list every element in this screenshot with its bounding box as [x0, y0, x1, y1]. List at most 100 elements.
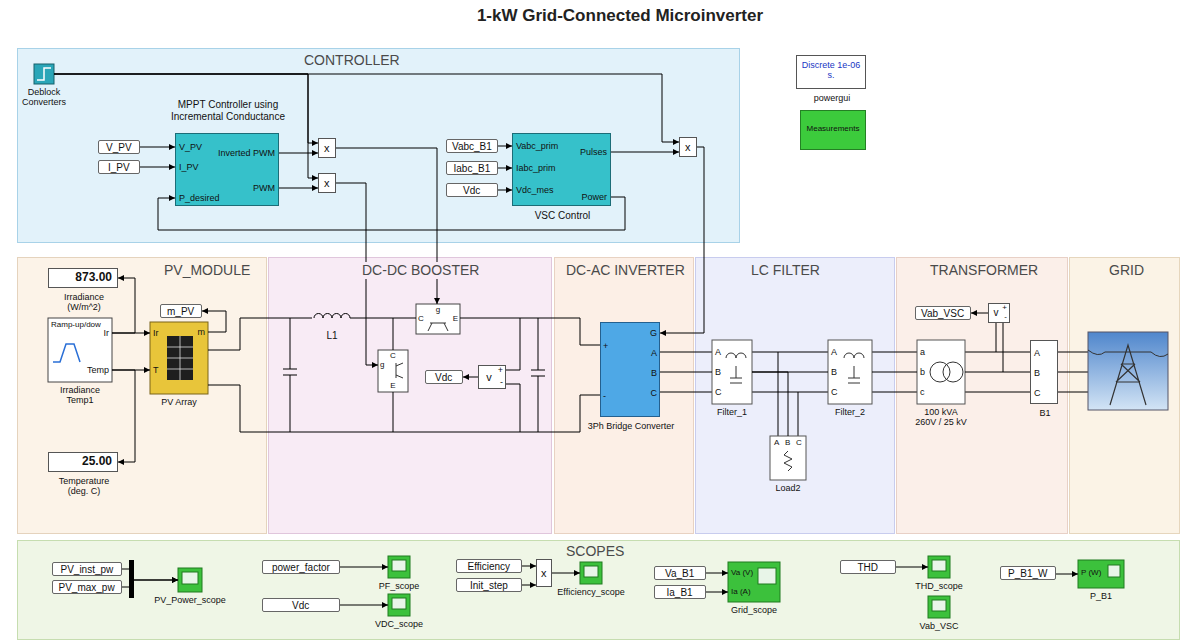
block-label: THD_scope [909, 581, 969, 591]
block-label: 25.00 [82, 455, 112, 469]
dc-wire [531, 318, 545, 432]
component-block: VDC_scope [388, 594, 410, 616]
region-band: CONTROLLERDeblock ConvertersMPPT Control… [17, 48, 740, 243]
block-label: B [715, 367, 721, 377]
block-label: P_B1_W [1008, 568, 1047, 580]
band-heading: LC FILTER [748, 262, 823, 279]
step-block [34, 64, 54, 84]
region-band: DC-AC INVERTERGABC+-3Ph Bridge Converter [554, 257, 694, 534]
transformer-symbol [930, 362, 950, 382]
signal-line [202, 311, 226, 332]
block-label: V_PV [106, 142, 132, 154]
signal-line [54, 74, 679, 142]
block-label: + [603, 341, 608, 351]
dc-wire [506, 318, 520, 370]
block-label: C [831, 387, 838, 397]
diagram-title: 1-kW Grid-Connected Microinverter [420, 6, 820, 26]
block-label: P (W) [1081, 568, 1101, 577]
block-label: Ia (A) [731, 587, 751, 596]
signal-tag: m_PV [160, 304, 202, 318]
region-band: TRANSFORMERabc100 kVA 260V / 25 kVv+-Vab… [896, 257, 1068, 534]
block-label: Vabc_B1 [452, 141, 492, 153]
block-label: Vdc [435, 372, 452, 384]
scope-symbol [392, 560, 406, 571]
region-band: PV_MODULE873.00Irradiance (W/m^2)Ramp-up… [17, 257, 267, 534]
igbt-symbol [396, 363, 403, 378]
simulink-block: Discrete 1e-06 s.powergui [796, 55, 866, 89]
block-label: 100 kVA 260V / 25 kV [913, 407, 969, 428]
scope-symbol [178, 568, 202, 592]
block-label: c [920, 387, 925, 397]
block-label: Pulses [580, 147, 607, 157]
power-wire [660, 372, 712, 373]
block-label: + [498, 365, 503, 375]
simulink-block: x [536, 559, 552, 587]
scope-symbol [932, 560, 946, 571]
inductor-symbol [314, 314, 352, 319]
dc-wire [393, 318, 394, 432]
signal-line [660, 147, 704, 333]
block-label: E [453, 314, 458, 323]
scope-symbol [928, 596, 950, 618]
block-label: Load2 [763, 483, 813, 493]
component-block: PF_scope [388, 556, 410, 578]
block-label: Vdc [292, 600, 309, 612]
band-heading: GRID [1106, 262, 1147, 279]
signal-line [522, 585, 536, 586]
signal-line [1056, 574, 1078, 575]
block-label: T [153, 365, 159, 375]
signal-line [340, 567, 388, 568]
signal-line [611, 152, 679, 153]
region-band: DC-DC BOOSTERL1gCEgCEv+-Vdc [268, 257, 552, 534]
pv-array-symbol [167, 336, 193, 380]
block-label: Power [581, 192, 607, 202]
filter-symbol [712, 340, 752, 404]
component-block: IrTmPV Array [150, 322, 208, 394]
signal-line [552, 573, 580, 574]
scope-symbol [1078, 560, 1124, 588]
component-block: ABCFilter_2 [828, 340, 872, 404]
block-label: Vdc [463, 185, 480, 197]
region-band: LC FILTERABCFilter_1ABCFilter_2ABCLoad2 [695, 257, 895, 534]
signal-tag: Init_step [456, 578, 522, 592]
control-block: Vabc_primIabc_primVdc_mesPulsesPowerVSC … [512, 133, 611, 206]
bridge-converter: GABC+-3Ph Bridge Converter [600, 322, 660, 417]
block-label: Ia_B1 [667, 587, 693, 599]
transformer-symbol [917, 340, 965, 404]
block-label: m_PV [167, 306, 194, 318]
simulink-block: 25.00Temperature (deg. C) [48, 452, 118, 472]
pv-array-symbol [150, 322, 208, 394]
block-label: 3Ph Bridge Converter [581, 421, 681, 431]
block-label: Iabc_prim [516, 163, 556, 173]
block-label: Vdc_mes [516, 185, 554, 195]
block-label: Vabc_prim [516, 141, 558, 151]
block-label: C [715, 387, 722, 397]
signal-line [971, 313, 988, 314]
signal-tag: power_factor [262, 560, 340, 574]
power-wire [208, 318, 312, 350]
block-label: L1 [312, 330, 352, 342]
block-label: C [1034, 388, 1041, 398]
block-label: C [796, 438, 802, 447]
block-label: g [416, 305, 460, 314]
igbt-symbol [416, 304, 460, 334]
block-label: Init_step [470, 580, 508, 592]
scope-symbol [182, 572, 198, 584]
power-wire [352, 318, 416, 319]
component-block: Vab_VSC [928, 596, 950, 618]
block-label: - [603, 391, 606, 401]
block-label: VSC Control [513, 210, 612, 222]
block-label: G [650, 328, 657, 338]
signal-builder-symbol [48, 318, 112, 382]
signal-tag: PV_max_pw [52, 580, 122, 594]
block-label: - [1004, 312, 1007, 321]
signal-tag: Vdc [425, 370, 463, 384]
step-block [37, 68, 51, 80]
dc-wire [283, 318, 297, 432]
block-label: THD [858, 562, 879, 574]
grid-symbol [1088, 350, 1168, 357]
block-label: Ramp-up/dow [51, 320, 101, 329]
signal-builder-symbol [48, 318, 112, 382]
scope-symbol [1108, 565, 1120, 577]
component-block: P (W)P_B1 [1078, 560, 1124, 588]
